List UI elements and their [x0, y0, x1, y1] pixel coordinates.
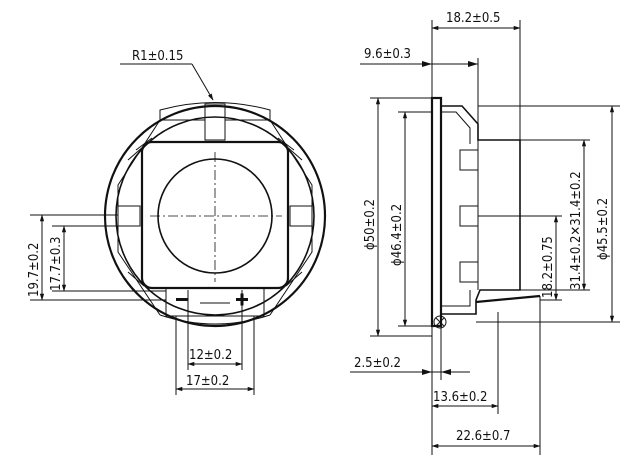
width-outer-dim: 17±0.2	[186, 374, 229, 389]
arrow	[468, 61, 478, 67]
terminal-wire	[475, 294, 541, 304]
arrow	[422, 369, 432, 375]
terminal-mark	[240, 293, 244, 306]
front-view: R1±0.15 19.7±0.2 17.7±0.3 12±0.2 17±0.2	[27, 49, 327, 395]
square-plate	[140, 140, 290, 290]
depth-overall-dim: 22.6±0.7	[456, 429, 510, 444]
dia-mount-dim: ϕ45.5±0.2	[596, 198, 611, 260]
frame-body	[441, 105, 521, 315]
terminal-block	[165, 288, 265, 317]
dia-outer-dim: ϕ50±0.2	[363, 199, 378, 250]
right-tab	[289, 205, 313, 227]
depth-front-dim: 9.6±0.3	[364, 47, 411, 62]
side-view: 18.2±0.5 9.6±0.3 ϕ50±0.2 ϕ46.4±0.2 ϕ45.5…	[350, 11, 620, 455]
terminal-minus	[176, 298, 188, 301]
outer-ring	[103, 104, 327, 328]
height-outer-dim: 19.7±0.2	[27, 243, 42, 297]
depth-mid-dim: 13.6±0.2	[433, 390, 487, 405]
front-flange	[430, 96, 443, 328]
radius-leader	[191, 63, 214, 101]
height-inner-dim: 17.7±0.3	[49, 237, 64, 291]
depth-total-dim: 18.2±0.5	[446, 11, 500, 26]
radius-dim: R1±0.15	[132, 49, 183, 64]
square-dim: 31.4±0.2✕31.4±0.2	[569, 171, 584, 290]
spokes	[127, 137, 303, 287]
inner-ring	[115, 116, 315, 316]
terminal-pin-cross	[435, 317, 445, 327]
top-tab	[204, 103, 226, 141]
flange-dim: 2.5±0.2	[354, 356, 401, 371]
terminal-pin	[433, 315, 447, 329]
left-tab	[117, 205, 141, 227]
arrow	[441, 369, 451, 375]
arrow	[422, 61, 432, 67]
frame-inner	[441, 111, 479, 307]
dia-inner-dim: ϕ46.4±0.2	[390, 204, 405, 266]
height-small-dim: 18.2±0.75	[541, 236, 556, 298]
width-inner-dim: 12±0.2	[189, 348, 232, 363]
